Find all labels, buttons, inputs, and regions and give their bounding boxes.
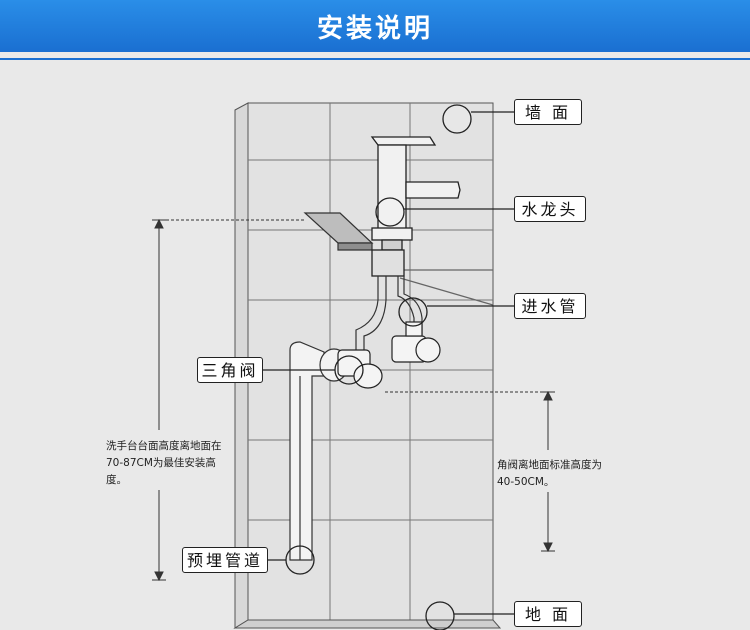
page-title: 安装说明: [316, 13, 433, 44]
faucet-illustration: [370, 136, 461, 277]
height-dimension-right: [385, 390, 555, 553]
header-bar: 安装说明: [0, 0, 750, 52]
header-divider: [0, 58, 750, 60]
label-wall: 墙 面: [514, 99, 582, 125]
countertop-illustration: [303, 212, 494, 306]
angle-valve-illustration: [337, 321, 441, 389]
label-floor: 地 面: [514, 601, 582, 627]
label-faucet: 水龙头: [514, 196, 586, 222]
hose-illustration: [355, 276, 423, 352]
note-basin-height: 洗手台台面高度离地面在70-87CM为最佳安装高度。: [106, 440, 222, 486]
note-valve-height: 角阀离地面标准高度为40-50CM。: [497, 459, 602, 488]
label-angle-valve: 三角阀: [197, 357, 263, 383]
label-embedded-pipe: 预埋管道: [182, 547, 268, 573]
callout-leaders: [262, 104, 514, 630]
height-dimension-left: [152, 218, 305, 582]
label-inlet-pipe: 进水管: [514, 293, 586, 319]
